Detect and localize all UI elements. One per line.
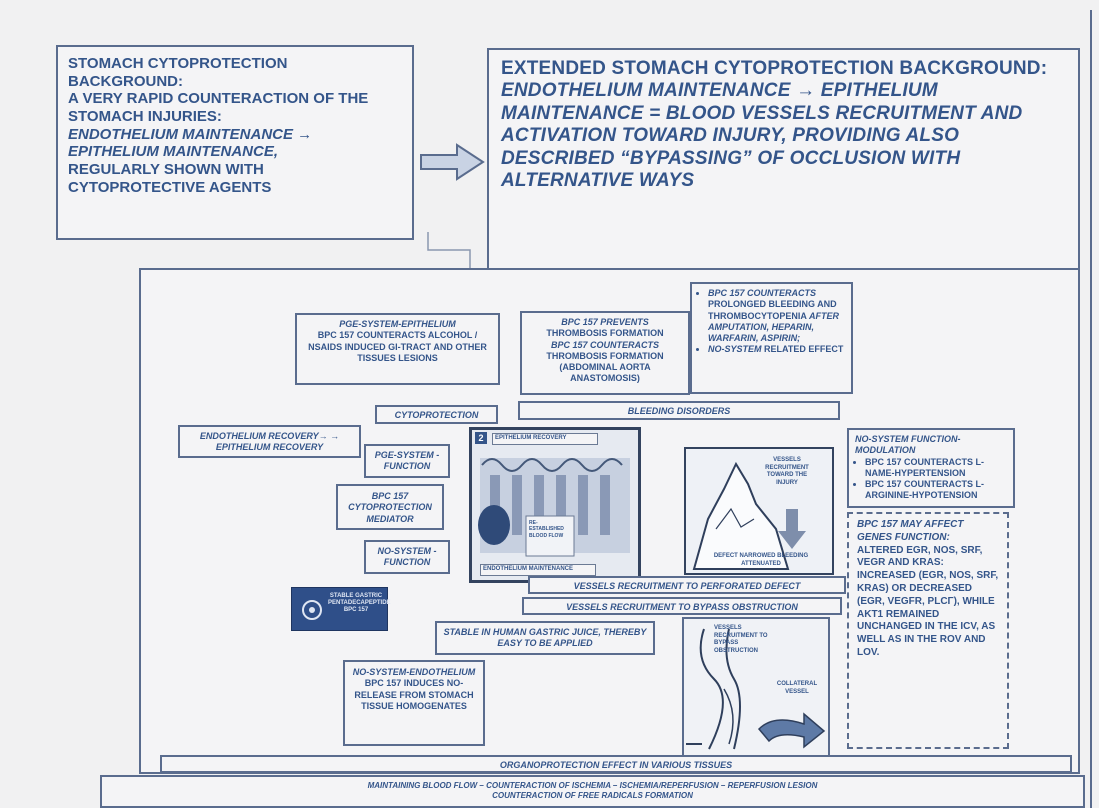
mountain-illustration [692,461,806,570]
pge-system-function-box: PGe-SYSTEM -FUNCTION [364,444,450,478]
bottom-line-2: COUNTERACTION OF FREE RADICALS FORMATION [492,791,693,800]
bleeding-disorders-label: BLEEDING DISORDERS [518,401,840,420]
right-box-italic: ENDOTHELIUM MAINTENANCE → EPITHELIUM MAI… [501,80,1023,192]
bottom-line-1: MAINTAINING BLOOD FLOW – COUNTERACTION O… [367,781,818,790]
extended-cytoprotection-box: EXTENDED STOMACH CYTOPROTECTION BACKGROU… [487,48,1080,273]
genes-function-box: BPC 157 MAY AFFECT GENES FUNCTION: ALTER… [847,512,1009,749]
pge-system-epithelium-box: PGe-SYSTEM-EPITHELIUM BPC 157 COUNTERACT… [295,313,500,385]
bleeding-b2: RELATED EFFECT [764,344,844,355]
logo-circle-icon [302,600,322,620]
bleeding-b2-italic: NO-SYSTEM [708,344,762,355]
collateral-vessel-caption: COLLATERAL VESSEL [776,681,818,695]
bpc157-logo: STABLE GASTRIC PENTADECAPEPTIDE BPC 157 [291,587,391,631]
stable-gastric-juice-box: STABLE IN HUMAN GASTRIC JUICE, THEREBY E… [435,621,655,655]
modulation-item-1: BPC 157 COUNTERACTS L-NAME-HYPERTENSION [865,457,1007,480]
thrombosis-l2: THROMBOSIS FORMATION [546,328,664,339]
cytoprotection-label: CYTOPROTECTION [375,405,498,424]
no-endothelium-title: NO-SYSTEM-ENDOTHELIUM [352,667,476,677]
stomach-cytoprotection-box: STOMACH CYTOPROTECTION BACKGROUND: A VER… [56,45,414,240]
left-box-line2: REGULARLY SHOWN WITH CYTOPROTECTIVE AGEN… [68,161,272,196]
left-box-heading: STOMACH CYTOPROTECTION BACKGROUND: [68,55,288,90]
genes-text: ALTERED EGR, NOS, SRF, VEGR AND KRAS: IN… [857,544,999,658]
thrombosis-box: BPC 157 PREVENTS THROMBOSIS FORMATION BP… [520,311,690,395]
mountain-bottom-caption: DEFECT NARROWED BLEEDING ATTENUATED [713,553,809,567]
epithelium-recovery-image: 2 EPITHELIUM RECOVERY RE-ESTABLISHED BLO… [469,427,641,583]
bleeding-b1-after: AFTER AMPUTATION, HEPARIN, WARFARIN, ASP… [708,310,840,344]
modulation-title: NO-SYSTEM FUNCTION-MODULATION [855,434,961,456]
left-box-italic: ENDOTHELIUM MAINTENANCE → EPITHELIUM MAI… [68,125,313,161]
no-system-function-box: NO-SYSTEM -FUNCTION [364,540,450,574]
endothelium-maintenance-caption: ENDOTHELIUM MAINTENANCE [480,564,596,576]
pge-text: BPC 157 COUNTERACTS ALCOHOL / NSAIDs IND… [308,330,487,363]
perforated-defect-label: VESSELS RECRUITMENT TO PERFORATED DEFECT [528,576,846,594]
right-border-line [1090,10,1092,808]
pge-title: PGe-SYSTEM-EPITHELIUM [339,319,456,329]
no-system-endothelium-box: NO-SYSTEM-ENDOTHELIUM BPC 157 INDUCES NO… [343,660,485,746]
organoprotection-label: ORGANOPROTECTION EFFECT IN VARIOUS TISSU… [160,755,1072,773]
vessel-illustration [686,628,826,750]
modulation-item-2: BPC 157 COUNTERACTS L-ARGININE-HYPOTENSI… [865,479,1007,502]
right-arrow-icon [420,143,485,181]
genes-title: BPC 157 MAY AFFECT GENES FUNCTION: [857,519,964,543]
bottom-box: MAINTAINING BLOOD FLOW – COUNTERACTION O… [100,775,1085,808]
bleeding-b1: PROLONGED BLEEDING AND THROMBOCYTOPENIA [708,299,837,321]
thrombosis-l1: BPC 157 PREVENTS [561,317,649,327]
no-endothelium-text: BPC 157 INDUCES NO-RELEASE FROM STOMACH … [354,678,474,711]
thrombosis-l3: BPC 157 COUNTERACTS [550,339,660,350]
bypass-obstruction-label: VESSELS RECRUITMENT TO BYPASS OBSTRUCTIO… [522,597,842,615]
blood-flow-caption: RE-ESTABLISHED BLOOD FLOW [529,520,564,539]
bleeding-box: BPC 157 COUNTERACTS PROLONGED BLEEDING A… [690,282,853,394]
cytoprotection-mediator-box: BPC 157 CYTOPROTECTION MEDIATOR [336,484,444,530]
endothelium-recovery-box: ENDOTHELIUM RECOVERY→ → EPITHELIUM RECOV… [178,425,361,458]
image-number: 2 [475,432,487,444]
logo-text: STABLE GASTRIC PENTADECAPEPTIDE BPC 157 [328,593,391,613]
thrombosis-l4: THROMBOSIS FORMATION (ABDOMINAL AORTA AN… [546,350,664,384]
left-box-line1: A VERY RAPID COUNTERACTION OF THE STOMAC… [68,90,369,126]
vessels-recruitment-injury-image: VESSELS RECRUITMENT TOWARD THE INJURY DE… [684,447,834,575]
no-function-modulation-box: NO-SYSTEM FUNCTION-MODULATION BPC 157 CO… [847,428,1015,508]
right-box-heading: EXTENDED STOMACH CYTOPROTECTION BACKGROU… [501,58,1048,79]
mountain-top-caption: VESSELS RECRUITMENT TOWARD THE INJURY [765,457,809,486]
bleeding-b1-italic: BPC 157 COUNTERACTS [708,288,817,298]
tissue-illustration [472,430,638,580]
epithelium-recovery-caption: EPITHELIUM RECOVERY [492,433,598,445]
vessel-top-caption: VESSELS RECRUITMENT TO BYPASS OBSTRUCTIO… [714,625,768,654]
bypass-vessel-image: VESSELS RECRUITMENT TO BYPASS OBSTRUCTIO… [682,617,830,757]
